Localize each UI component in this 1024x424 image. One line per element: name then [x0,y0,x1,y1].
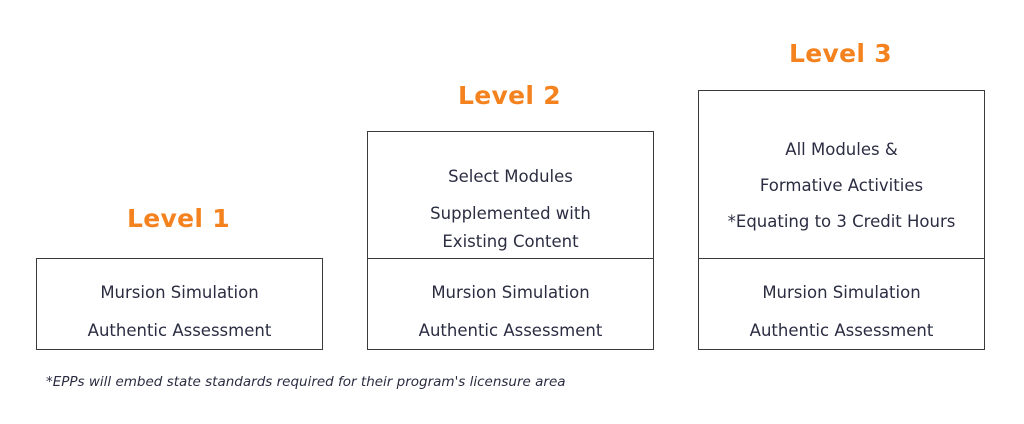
level-3-title: Level 3 [789,39,892,68]
level-3-base-box: Mursion Simulation Authentic Assessment [698,258,985,350]
level-3-top-box: All Modules & Formative Activities *Equa… [698,90,985,260]
level-2-top-box: Select Modules Supplemented with Existin… [367,131,654,260]
level-1-title: Level 1 [127,204,230,233]
level-3-base-line-1: Mursion Simulation [762,283,921,302]
level-3-top-line-2: Formative Activities [759,176,924,195]
level-1-base-box: Mursion Simulation Authentic Assessment [36,258,323,350]
footnote: *EPPs will embed state standards require… [46,374,566,390]
level-3-top-line-3: *Equating to 3 Credit Hours [727,212,956,231]
level-1-base-line-2: Authentic Assessment [87,321,272,340]
level-2-title: Level 2 [458,81,561,110]
level-2-base-line-1: Mursion Simulation [431,283,590,302]
level-3-top-line-1: All Modules & [785,140,898,159]
level-2-top-line-2: Supplemented with [430,204,591,223]
level-2-base-line-2: Authentic Assessment [418,321,603,340]
level-3-base-line-2: Authentic Assessment [749,321,934,340]
level-2-top-line-1: Select Modules [448,167,573,186]
level-2-base-box: Mursion Simulation Authentic Assessment [367,258,654,350]
level-2-top-line-3: Existing Content [442,232,579,251]
level-1-base-line-1: Mursion Simulation [100,283,259,302]
